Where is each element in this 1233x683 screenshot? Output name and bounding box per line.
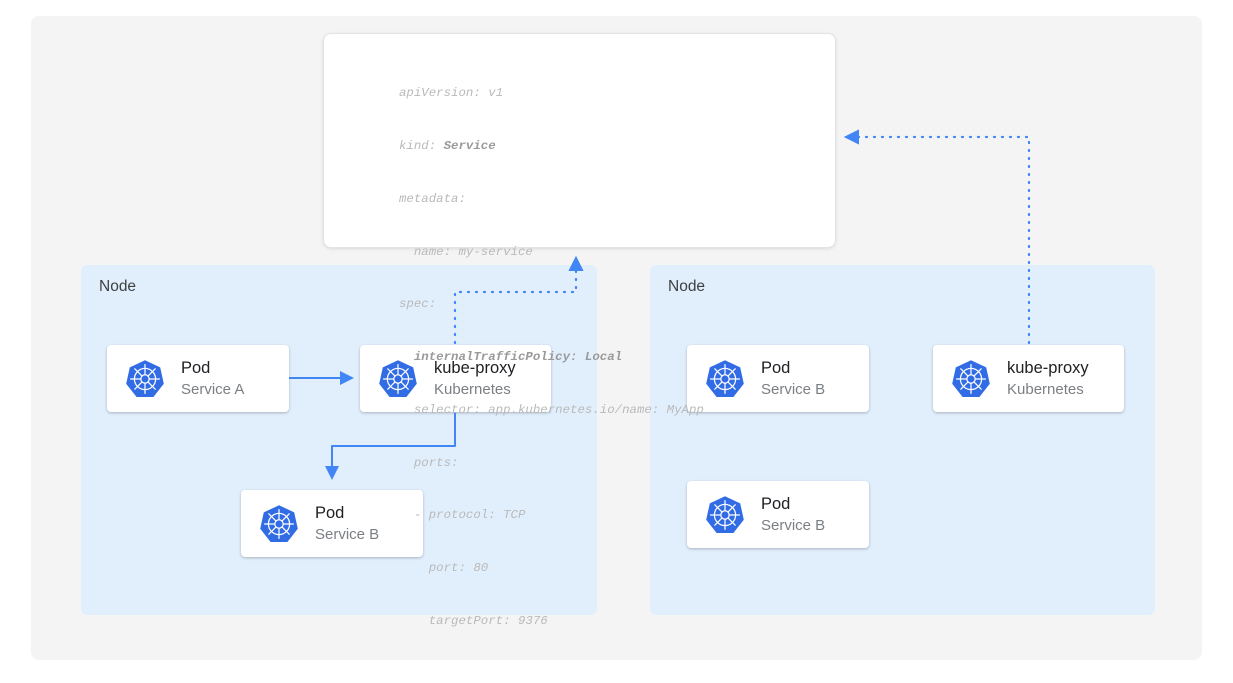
yaml-line-protocol: - protocol: TCP bbox=[399, 508, 526, 523]
yaml-line-selector: selector: app.kubernetes.io/name: MyApp bbox=[399, 402, 704, 417]
card-pod-service-b-right-1[interactable]: Pod Service B bbox=[687, 345, 869, 412]
card-text: kube-proxy Kubernetes bbox=[434, 358, 516, 400]
kubernetes-icon bbox=[259, 504, 299, 544]
yaml-line-name: name: my-service bbox=[399, 244, 533, 259]
yaml-line-metadata: metadata: bbox=[399, 191, 466, 206]
card-subtitle: Service B bbox=[315, 525, 380, 543]
card-text: Pod Service B bbox=[761, 494, 825, 536]
kubernetes-icon bbox=[378, 359, 418, 399]
service-manifest-card: apiVersion: v1 kind: Service metadata: n… bbox=[323, 33, 836, 628]
card-title: Pod bbox=[315, 503, 345, 522]
card-text: Pod Service A bbox=[181, 358, 244, 400]
card-pod-service-b-right-2[interactable]: Pod Service B bbox=[687, 481, 869, 548]
card-text: Pod Service B bbox=[315, 503, 379, 545]
card-kube-proxy-right[interactable]: kube-proxy Kubernetes bbox=[933, 345, 1124, 412]
card-pod-service-b-left[interactable]: Pod Service B bbox=[241, 490, 423, 557]
card-kube-proxy-left[interactable]: kube-proxy Kubernetes bbox=[360, 345, 551, 412]
kubernetes-icon bbox=[951, 359, 991, 399]
card-subtitle: Kubernetes bbox=[1007, 380, 1084, 398]
kubernetes-icon bbox=[705, 359, 745, 399]
yaml-line-spec: spec: bbox=[399, 297, 437, 312]
service-manifest-code: apiVersion: v1 kind: Service metadata: n… bbox=[399, 50, 704, 666]
card-subtitle: Service B bbox=[761, 380, 826, 398]
yaml-kind-key: kind: bbox=[399, 138, 444, 153]
card-subtitle: Service A bbox=[181, 380, 245, 398]
yaml-line-ports: ports: bbox=[399, 455, 459, 470]
kubernetes-icon bbox=[705, 495, 745, 535]
card-text: kube-proxy Kubernetes bbox=[1007, 358, 1089, 400]
card-title: kube-proxy bbox=[1007, 358, 1089, 377]
node-box-right: Node bbox=[650, 265, 1155, 615]
yaml-line-port: port: 80 bbox=[399, 561, 489, 576]
card-title: kube-proxy bbox=[434, 358, 516, 377]
yaml-kind-value: Service bbox=[443, 138, 496, 153]
yaml-line-targetport: targetPort: 9376 bbox=[399, 614, 548, 628]
yaml-line-apiversion: apiVersion: v1 bbox=[399, 86, 504, 101]
card-title: Pod bbox=[181, 358, 211, 377]
card-subtitle: Service B bbox=[761, 516, 826, 534]
card-subtitle: Kubernetes bbox=[434, 380, 511, 398]
yaml-line-internaltrafficpolicy: internalTrafficPolicy: Local bbox=[399, 350, 623, 365]
node-label-right: Node bbox=[668, 278, 706, 295]
card-pod-service-a[interactable]: Pod Service A bbox=[107, 345, 289, 412]
card-text: Pod Service B bbox=[761, 358, 825, 400]
card-title: Pod bbox=[761, 358, 791, 377]
node-label-left: Node bbox=[99, 278, 137, 295]
kubernetes-icon bbox=[125, 359, 165, 399]
card-title: Pod bbox=[761, 494, 791, 513]
yaml-line-kind: kind: Service bbox=[399, 138, 704, 156]
